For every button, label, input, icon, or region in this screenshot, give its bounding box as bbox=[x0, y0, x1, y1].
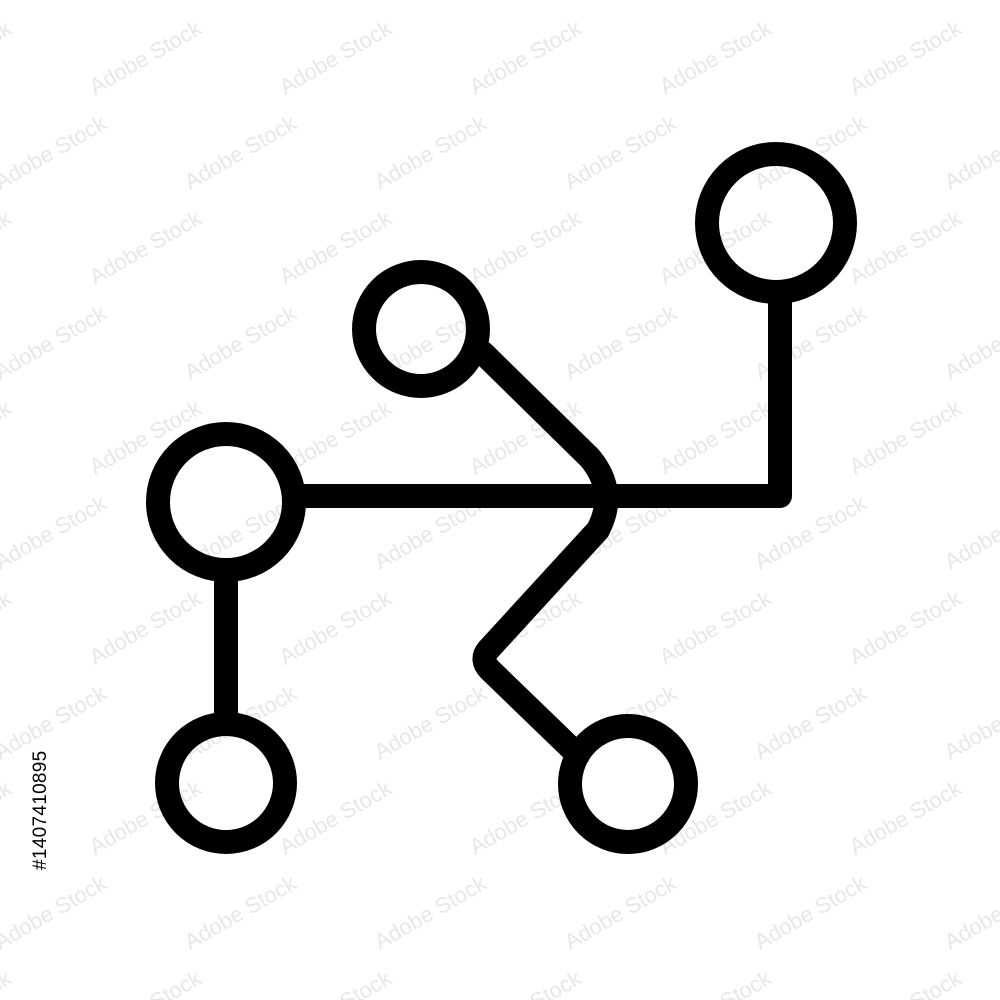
node-circle-top-right bbox=[695, 142, 857, 304]
node-circle-top-middle bbox=[352, 260, 490, 398]
connector-line-horizontal bbox=[284, 288, 792, 508]
node-circle-left bbox=[146, 422, 306, 582]
node-circle-bottom-right bbox=[558, 714, 698, 854]
stock-id-label: #1407410895 bbox=[30, 750, 51, 870]
connector-line-diagonal bbox=[471, 341, 619, 767]
node-circle-bottom-left bbox=[155, 712, 297, 854]
